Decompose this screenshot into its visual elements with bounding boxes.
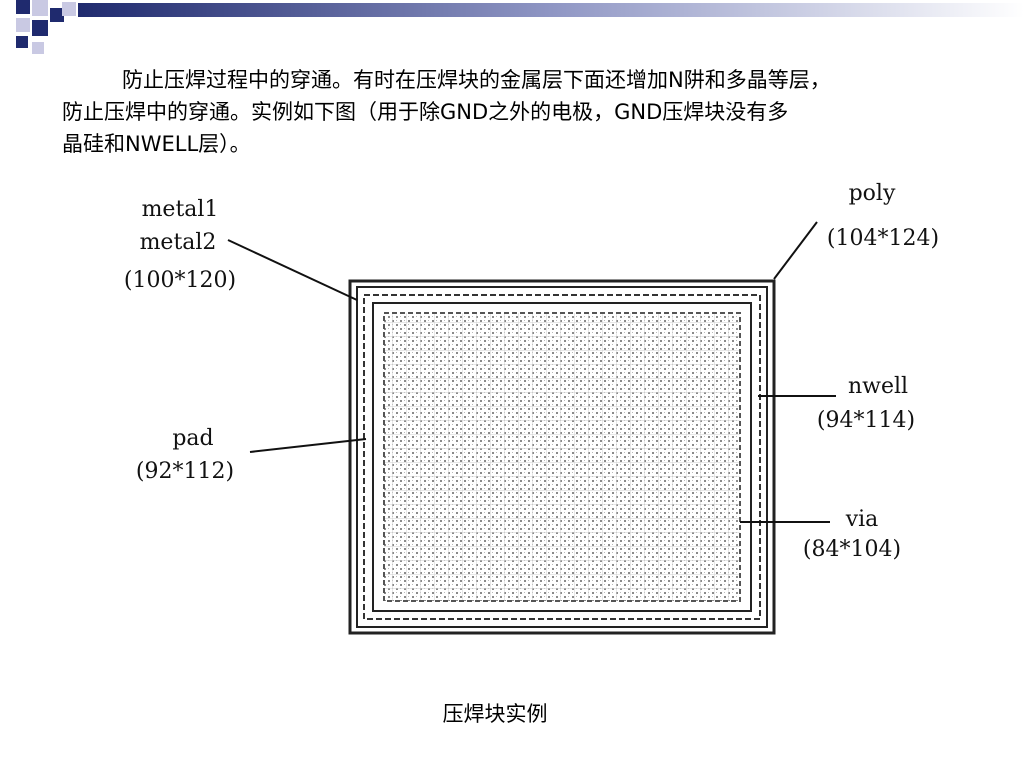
paragraph-line-1: 防止压焊过程中的穿通。有时在压焊块的金属层下面还增加N阱和多晶等层，	[122, 68, 831, 92]
title-bar-gradient	[78, 3, 1024, 17]
deco-square-light	[62, 2, 76, 16]
label-metal2: metal2	[140, 230, 217, 255]
paragraph-line-3: 晶硅和NWELL层）。	[62, 132, 251, 156]
label-metal1: metal1	[142, 197, 219, 222]
metal-leader-line	[227, 239, 358, 301]
slide-decoration	[16, 0, 76, 54]
label-pad: pad	[172, 426, 213, 451]
label-poly-size: (104*124)	[827, 226, 939, 251]
via-dashed-rect	[383, 312, 741, 602]
nwell-rect	[372, 302, 752, 612]
label-nwell: nwell	[848, 374, 908, 399]
deco-square-dark	[16, 0, 30, 14]
poly-leader-line	[773, 221, 818, 280]
metal-rect	[356, 286, 768, 628]
poly-outer-rect	[348, 279, 776, 635]
deco-square-light	[16, 18, 30, 32]
figure-caption: 压焊块实例	[442, 702, 548, 726]
deco-square-light	[32, 42, 44, 54]
deco-square-dark	[32, 20, 48, 36]
label-poly: poly	[849, 181, 896, 206]
deco-square-dark	[50, 8, 64, 22]
label-metal-size: (100*120)	[124, 268, 236, 293]
label-via: via	[845, 507, 879, 532]
label-nwell-size: (94*114)	[817, 408, 915, 433]
gradient-bar	[78, 3, 1024, 17]
paragraph-line-2: 防止压焊中的穿通。实例如下图（用于除GND之外的电极，GND压焊块没有多	[62, 100, 789, 124]
deco-square-light	[32, 0, 48, 16]
pad-leader-line	[249, 438, 367, 453]
description-paragraph: 防止压焊过程中的穿通。有时在压焊块的金属层下面还增加N阱和多晶等层， 防止压焊中…	[62, 64, 992, 160]
deco-square-dark	[16, 36, 28, 48]
via-grid-overlay	[384, 313, 740, 601]
label-pad-size: (92*112)	[136, 459, 234, 484]
pad-dashed-rect	[363, 294, 761, 620]
label-via-size: (84*104)	[803, 537, 901, 562]
